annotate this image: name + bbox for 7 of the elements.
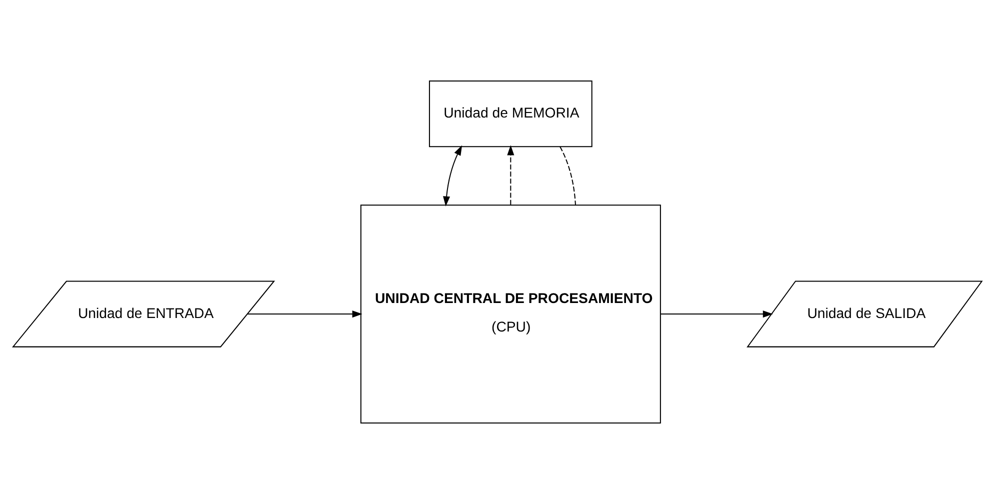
node-box: Unidad de MEMORIA — [428, 80, 592, 148]
connector — [560, 146, 576, 205]
arrow — [660, 310, 773, 318]
arrow — [507, 145, 514, 205]
arrow — [248, 310, 362, 318]
arrow — [443, 145, 462, 206]
node-box: UNIDAD CENTRAL DE PROCESAMIENTO (CPU) — [360, 204, 661, 424]
